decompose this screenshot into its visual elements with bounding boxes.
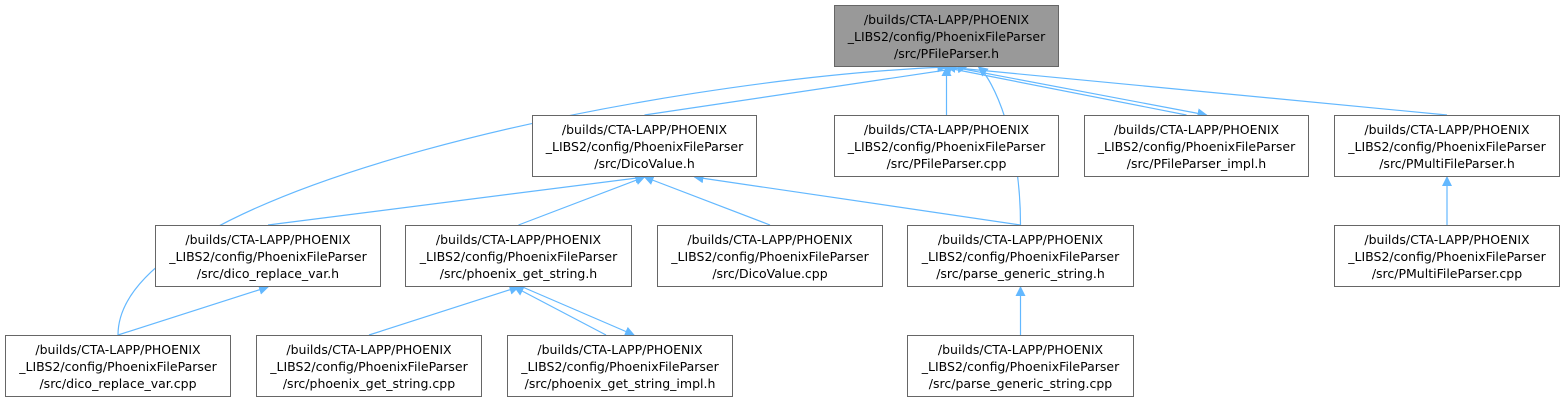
- node-line-1: /builds/CTA-LAPP/PHOENIX: [435, 231, 602, 247]
- node-line-1: /builds/CTA-LAPP/PHOENIX: [863, 121, 1030, 137]
- edge-pfileparser-h-to-pfileparser-impl-h: [952, 66, 1208, 119]
- node-line-1: /builds/CTA-LAPP/PHOENIX: [687, 231, 853, 247]
- node-line-3: /src/dico_replace_var.cpp: [39, 375, 197, 391]
- node-pmultifileparser-cpp[interactable]: /builds/CTA-LAPP/PHOENIX _LIBS2/config/P…: [1334, 225, 1560, 287]
- node-phoenix-get-string-h[interactable]: /builds/CTA-LAPP/PHOENIX _LIBS2/config/P…: [405, 225, 632, 287]
- node-line-3: /src/parse_generic_string.h: [936, 265, 1105, 281]
- node-pfileparser-h[interactable]: /builds/CTA-LAPP/PHOENIX _LIBS2/config/P…: [834, 5, 1059, 67]
- node-line-3: /src/PFileParser_impl.h: [1126, 155, 1267, 171]
- node-line-2: _LIBS2/config/PhoenixFileParser: [19, 358, 217, 374]
- node-line-3: /src/phoenix_get_string.cpp: [282, 375, 456, 391]
- node-line-2: _LIBS2/config/PhoenixFileParser: [521, 358, 719, 374]
- node-dico-replace-var-cpp[interactable]: /builds/CTA-LAPP/PHOENIX _LIBS2/config/P…: [5, 335, 231, 397]
- node-line-1: /builds/CTA-LAPP/PHOENIX: [937, 231, 1104, 247]
- node-line-1: /builds/CTA-LAPP/PHOENIX: [561, 121, 728, 137]
- node-phoenix-get-string-impl-h[interactable]: /builds/CTA-LAPP/PHOENIX _LIBS2/config/P…: [507, 335, 733, 397]
- node-pfileparser-impl-h[interactable]: /builds/CTA-LAPP/PHOENIX _LIBS2/config/P…: [1084, 115, 1309, 177]
- node-line-3: /src/dico_replace_var.h: [196, 265, 340, 281]
- node-line-2: _LIBS2/config/PhoenixFileParser: [1097, 138, 1296, 154]
- edge-phoenix-get-string-h-to-dicovalue-h: [518, 175, 646, 226]
- node-line-1: /builds/CTA-LAPP/PHOENIX: [1364, 231, 1530, 247]
- node-line-2: _LIBS2/config/PhoenixFileParser: [419, 248, 618, 264]
- node-line-3: /src/DicoValue.h: [594, 155, 695, 171]
- edge-phoenix-get-string-cpp-to-phoenix-get-string-h: [368, 284, 520, 336]
- edge-phoenix-get-string-h-to-phoenix-get-string-impl-h: [522, 286, 635, 337]
- node-dicovalue-cpp[interactable]: /builds/CTA-LAPP/PHOENIX _LIBS2/config/P…: [657, 225, 883, 287]
- edge-phoenix-get-string-impl-h-to-phoenix-get-string-h: [513, 286, 607, 336]
- node-dico-replace-var-h[interactable]: /builds/CTA-LAPP/PHOENIX _LIBS2/config/P…: [155, 225, 381, 287]
- node-line-2: _LIBS2/config/PhoenixFileParser: [1348, 248, 1546, 264]
- node-pfileparser-cpp[interactable]: /builds/CTA-LAPP/PHOENIX _LIBS2/config/P…: [834, 115, 1059, 177]
- edge-dico-replace-var-cpp-to-pfileparser-h: [117, 62, 948, 336]
- edge-pmultifileparser-h-to-pfileparser-h: [945, 62, 1448, 116]
- edge-dico-replace-var-h-to-dicovalue-h: [267, 173, 646, 226]
- node-line-2: _LIBS2/config/PhoenixFileParser: [671, 248, 869, 264]
- node-line-3: /src/phoenix_get_string.h: [439, 265, 598, 281]
- node-pmultifileparser-h[interactable]: /builds/CTA-LAPP/PHOENIX _LIBS2/config/P…: [1334, 115, 1560, 177]
- node-line-1: /builds/CTA-LAPP/PHOENIX: [1364, 121, 1530, 137]
- node-line-2: _LIBS2/config/PhoenixFileParser: [847, 28, 1046, 44]
- node-line-2: _LIBS2/config/PhoenixFileParser: [270, 358, 468, 374]
- node-parse-generic-string-h[interactable]: /builds/CTA-LAPP/PHOENIX _LIBS2/config/P…: [907, 225, 1134, 287]
- node-line-1: /builds/CTA-LAPP/PHOENIX: [185, 231, 351, 247]
- node-line-2: _LIBS2/config/PhoenixFileParser: [921, 358, 1120, 374]
- node-dicovalue-h[interactable]: /builds/CTA-LAPP/PHOENIX _LIBS2/config/P…: [532, 115, 757, 177]
- node-line-3: /src/PMultiFileParser.h: [1379, 155, 1515, 171]
- node-line-2: _LIBS2/config/PhoenixFileParser: [1348, 138, 1546, 154]
- node-line-2: _LIBS2/config/PhoenixFileParser: [545, 138, 744, 154]
- node-line-2: _LIBS2/config/PhoenixFileParser: [921, 248, 1120, 264]
- node-line-2: _LIBS2/config/PhoenixFileParser: [847, 138, 1046, 154]
- node-line-1: /builds/CTA-LAPP/PHOENIX: [537, 341, 703, 357]
- edge-dicovalue-cpp-to-dicovalue-h: [643, 175, 771, 226]
- edge-dico-replace-var-cpp-to-dico-replace-var-h: [117, 284, 269, 336]
- node-line-3: /src/phoenix_get_string_impl.h: [524, 375, 716, 391]
- node-line-3: /src/DicoValue.cpp: [712, 265, 828, 281]
- node-parse-generic-string-cpp[interactable]: /builds/CTA-LAPP/PHOENIX _LIBS2/config/P…: [907, 335, 1134, 397]
- node-line-3: /src/parse_generic_string.cpp: [928, 375, 1113, 391]
- node-line-1: /builds/CTA-LAPP/PHOENIX: [35, 341, 201, 357]
- edge-pfileparser-impl-h-to-pfileparser-h: [941, 63, 1187, 116]
- node-line-3: /src/PMultiFileParser.cpp: [1371, 265, 1523, 281]
- node-line-1: /builds/CTA-LAPP/PHOENIX: [937, 341, 1104, 357]
- node-line-1: /builds/CTA-LAPP/PHOENIX: [863, 11, 1030, 27]
- node-line-1: /builds/CTA-LAPP/PHOENIX: [286, 341, 452, 357]
- node-line-2: _LIBS2/config/PhoenixFileParser: [169, 248, 367, 264]
- node-phoenix-get-string-cpp[interactable]: /builds/CTA-LAPP/PHOENIX _LIBS2/config/P…: [256, 335, 482, 397]
- node-line-3: /src/PFileParser.cpp: [886, 155, 1007, 171]
- node-line-1: /builds/CTA-LAPP/PHOENIX: [1113, 121, 1280, 137]
- edge-dicovalue-h-to-pfileparser-h: [644, 63, 968, 116]
- edge-parse-generic-string-h-to-dicovalue-h: [693, 173, 1021, 226]
- node-line-3: /src/PFileParser.h: [894, 45, 999, 61]
